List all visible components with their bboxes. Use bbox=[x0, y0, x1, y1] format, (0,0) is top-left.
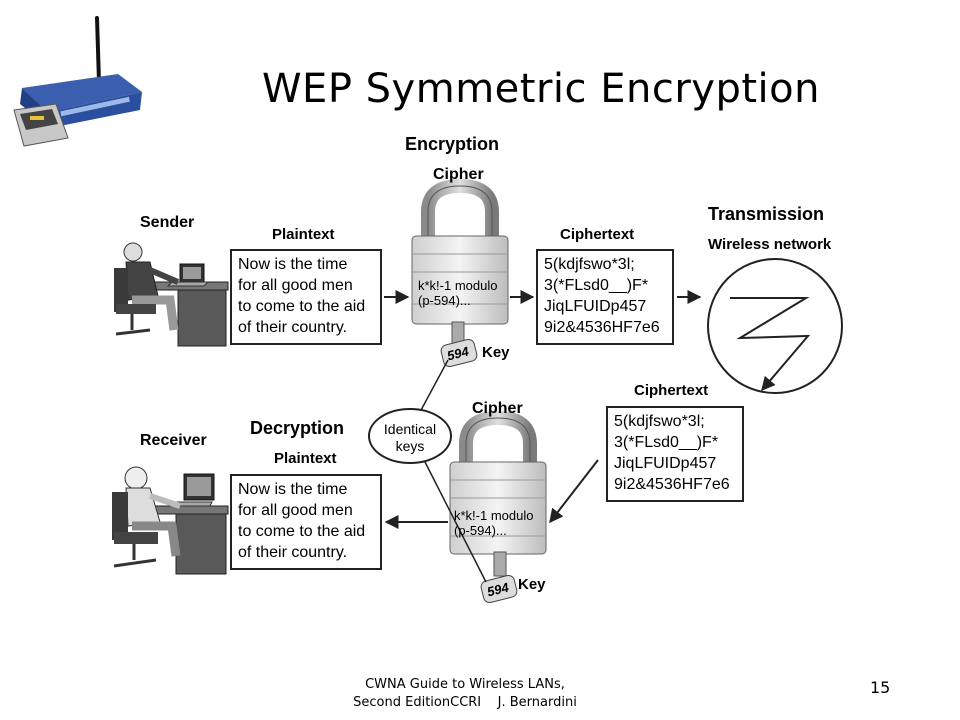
encryption-heading: Encryption bbox=[405, 134, 500, 154]
cipher-formula-bottom: k*k!-1 modulo (p-594)... bbox=[454, 508, 533, 538]
plaintext-line: for all good men bbox=[238, 502, 353, 519]
cipher-formula-top: k*k!-1 modulo (p-594)... bbox=[418, 278, 497, 308]
decryption-padlock bbox=[449, 410, 547, 555]
ciphertext-line: 5(kdjfswo*3l; bbox=[614, 413, 705, 430]
cipher-formula-bottom-line-1: k*k!-1 modulo bbox=[454, 508, 534, 523]
ciphertext-label-top: Ciphertext bbox=[560, 226, 635, 243]
wireless-network-circle bbox=[707, 258, 843, 394]
decryption-heading: Decryption bbox=[250, 418, 345, 438]
ciphertext-label-bottom: Ciphertext bbox=[634, 382, 709, 399]
identical-keys-line-2: keys bbox=[395, 438, 425, 454]
identical-keys-text: Identical keys bbox=[370, 421, 450, 455]
key-link-line-upper bbox=[419, 359, 449, 413]
cipher-formula-top-line-1: k*k!-1 modulo bbox=[418, 278, 498, 293]
ciphertext-box-sender: 5(kdjfswo*3l; 3(*FLsd0__)F* JiqLFUIDp457… bbox=[536, 249, 674, 345]
receiver-illustration bbox=[112, 466, 229, 575]
cipher-formula-top-line-2: (p-594)... bbox=[418, 293, 471, 308]
identical-keys-oval bbox=[368, 408, 452, 464]
receiver-label: Receiver bbox=[140, 432, 207, 449]
sender-label: Sender bbox=[140, 214, 195, 231]
wireless-network-label: Wireless network bbox=[708, 236, 832, 253]
plaintext-line: to come to the aid bbox=[238, 298, 366, 315]
plaintext-line: for all good men bbox=[238, 277, 353, 294]
cipher-label-top: Cipher bbox=[433, 166, 484, 183]
plaintext-line: to come to the aid bbox=[238, 523, 366, 540]
arrow-ciphertext-to-decipher bbox=[549, 459, 599, 524]
ciphertext-box-receiver: 5(kdjfswo*3l; 3(*FLsd0__)F* JiqLFUIDp457… bbox=[606, 406, 744, 502]
cipher-formula-bottom-line-2: (p-594)... bbox=[454, 523, 507, 538]
plaintext-label-bottom: Plaintext bbox=[274, 450, 337, 467]
sender-illustration bbox=[114, 242, 229, 347]
ciphertext-line: JiqLFUIDp457 bbox=[614, 455, 717, 472]
key-link-line-lower bbox=[423, 459, 487, 583]
ciphertext-line: 5(kdjfswo*3l; bbox=[544, 256, 635, 273]
key-label-top: Key bbox=[482, 344, 510, 361]
plaintext-box-sender: Now is the time for all good men to come… bbox=[230, 249, 382, 345]
plaintext-line: of their country. bbox=[238, 544, 348, 561]
ciphertext-line: 9i2&4536HF7e6 bbox=[614, 476, 730, 493]
slide-footer: CWNA Guide to Wireless LANs, Second Edit… bbox=[300, 676, 630, 712]
slide-title: WEP Symmetric Encryption bbox=[262, 66, 820, 112]
identical-keys-line-1: Identical bbox=[383, 421, 437, 437]
ciphertext-line: 9i2&4536HF7e6 bbox=[544, 319, 660, 336]
wireless-router-logo bbox=[13, 16, 142, 147]
ciphertext-line: JiqLFUIDp457 bbox=[544, 298, 647, 315]
page-number: 15 bbox=[870, 678, 891, 697]
plaintext-line: Now is the time bbox=[238, 256, 348, 273]
transmission-heading: Transmission bbox=[708, 204, 825, 224]
plaintext-line: of their country. bbox=[238, 319, 348, 336]
encryption-padlock bbox=[411, 178, 509, 325]
footer-line-2: Second EditionCCRI J. Bernardini bbox=[353, 695, 577, 710]
plaintext-box-receiver: Now is the time for all good men to come… bbox=[230, 474, 382, 570]
ciphertext-line: 3(*FLsd0__)F* bbox=[544, 277, 649, 294]
plaintext-line: Now is the time bbox=[238, 481, 348, 498]
decryption-key bbox=[480, 551, 518, 604]
ciphertext-line: 3(*FLsd0__)F* bbox=[614, 434, 719, 451]
encryption-key bbox=[440, 321, 478, 368]
plaintext-label-top: Plaintext bbox=[272, 226, 335, 243]
cipher-label-bottom: Cipher bbox=[472, 400, 523, 417]
key-label-bottom: Key bbox=[518, 576, 546, 593]
footer-line-1: CWNA Guide to Wireless LANs, bbox=[365, 677, 565, 692]
